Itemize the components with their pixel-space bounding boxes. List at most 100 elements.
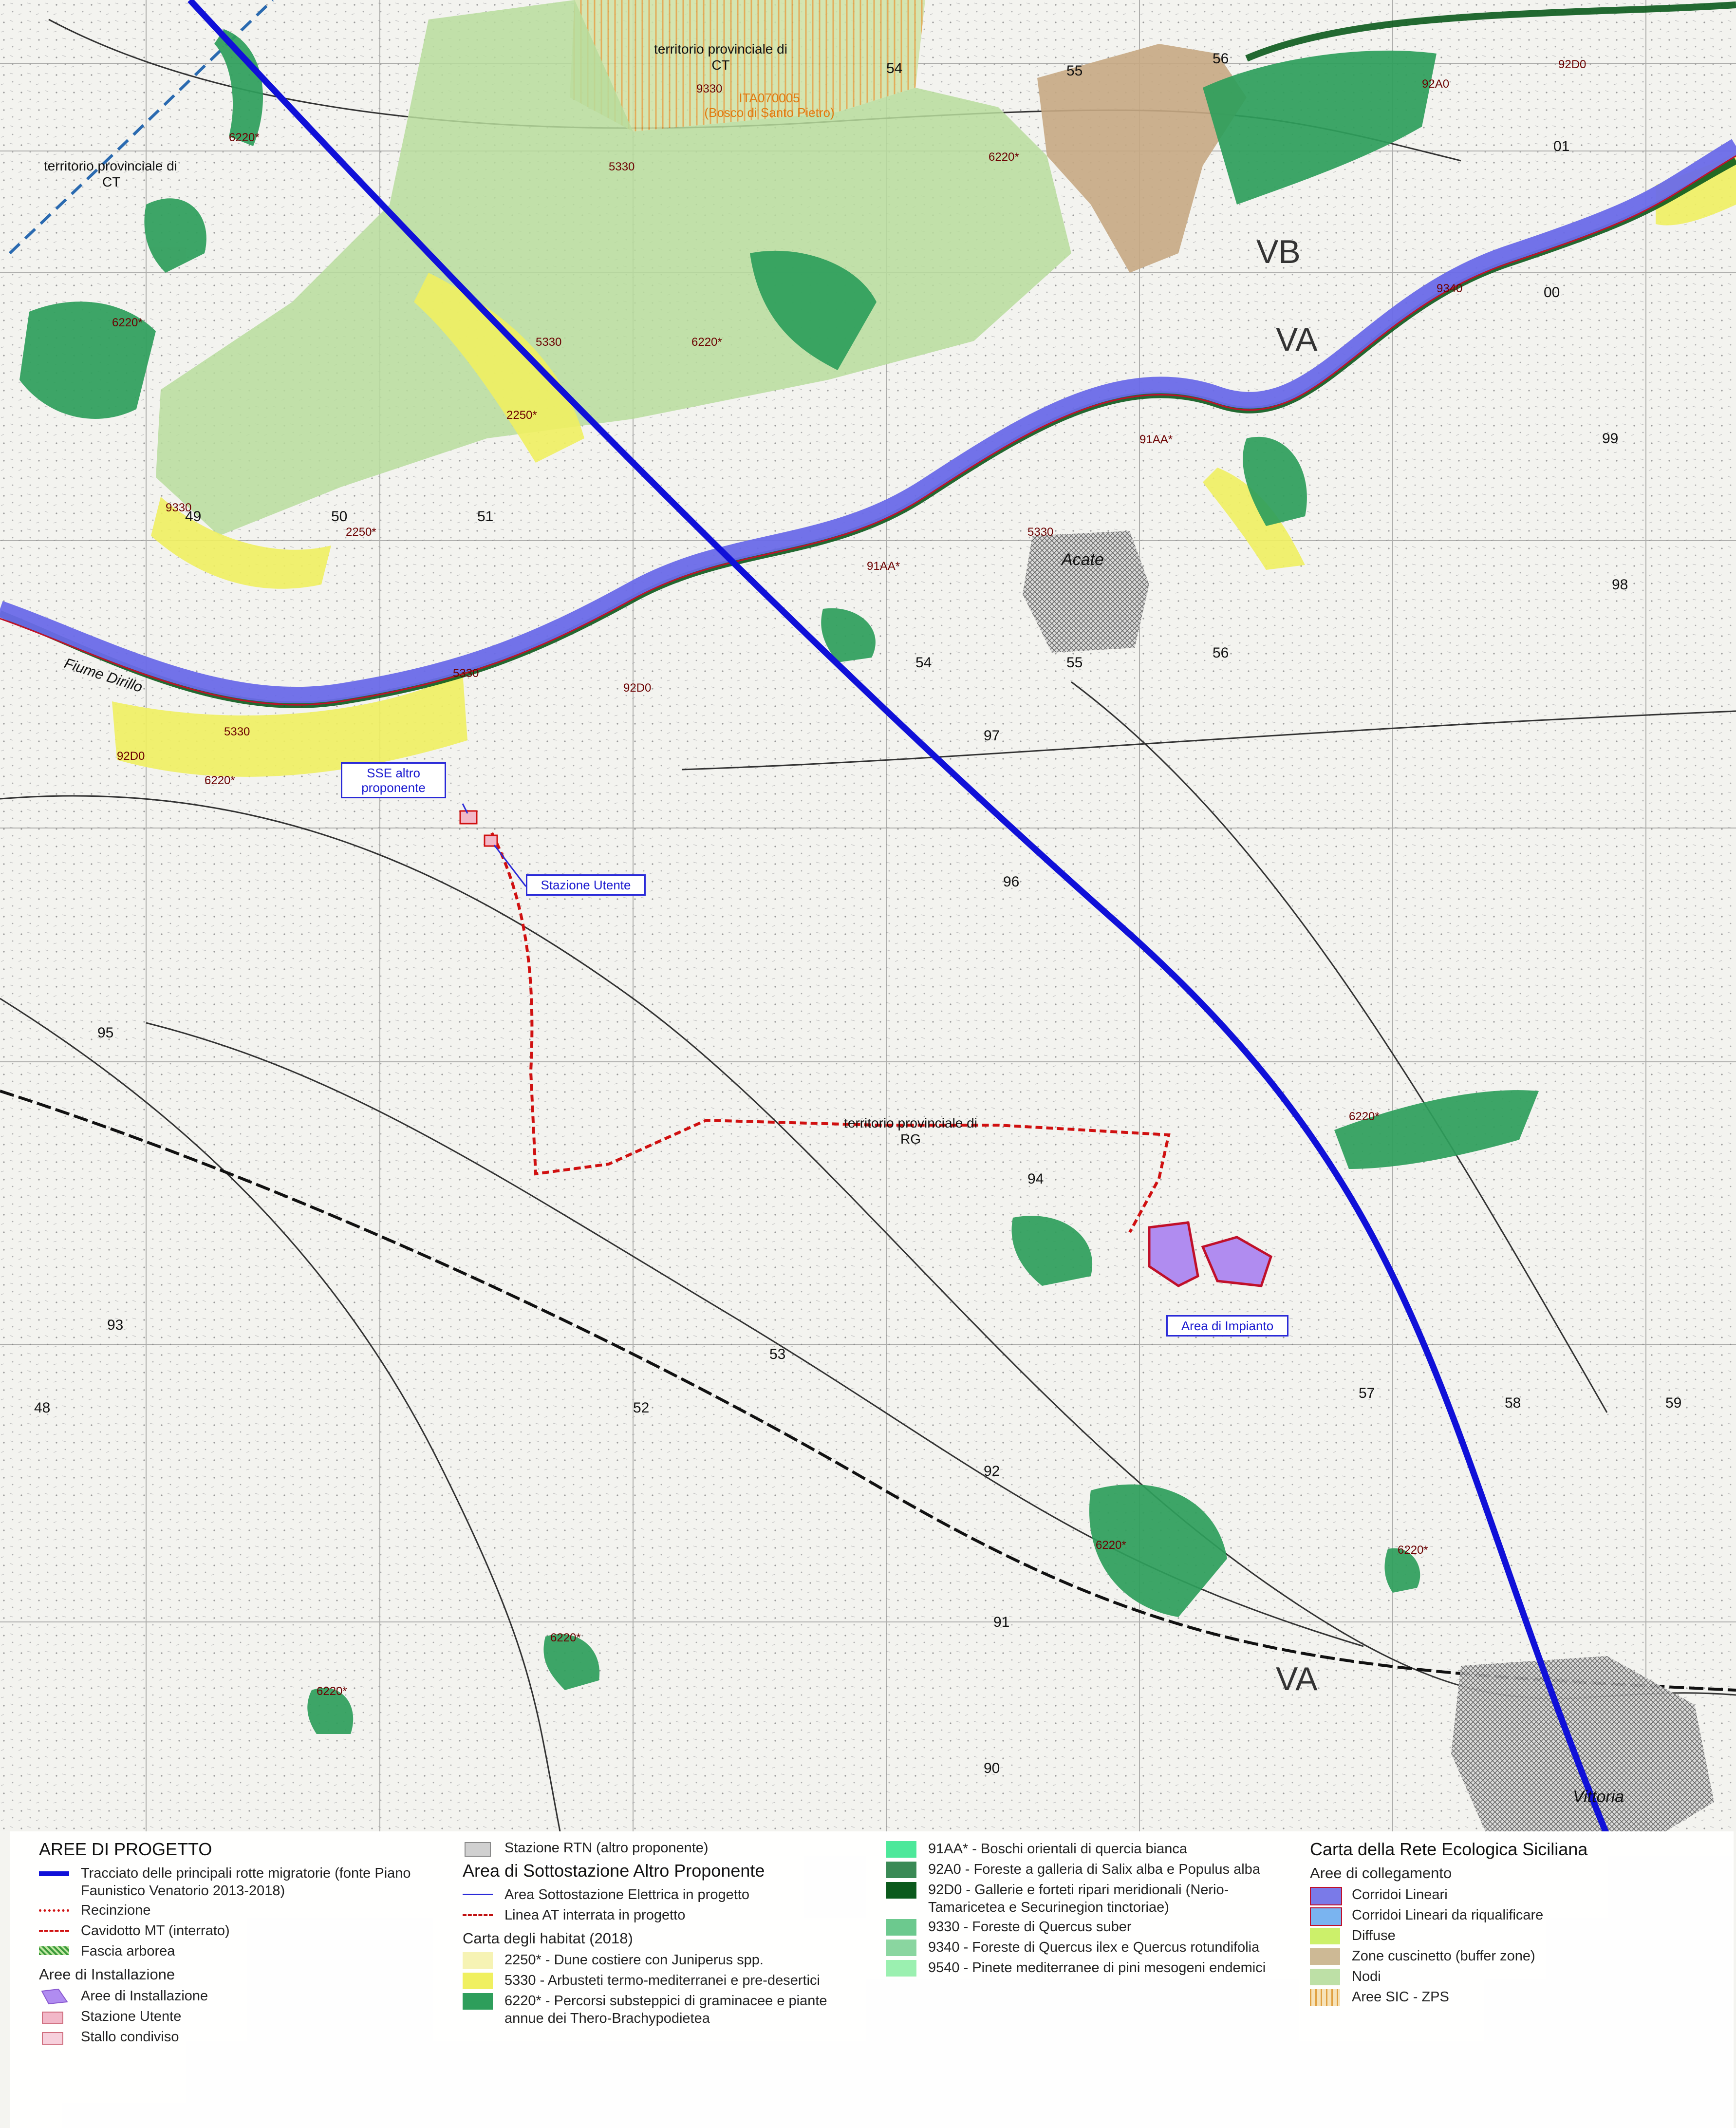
habitat-swatch xyxy=(886,1939,920,1957)
legend-label: 92D0 - Gallerie e forteti ripari meridio… xyxy=(928,1882,1229,1915)
legend-item-linea-at: Linea AT interrata in progetto xyxy=(463,1906,852,1925)
legend-item-habitat-2250: 2250* - Dune costiere con Juniperus spp. xyxy=(463,1951,852,1970)
stazione-utente-marker[interactable] xyxy=(484,834,498,847)
legend-label: Diffuse xyxy=(1352,1928,1396,1943)
migratory-route-line[interactable] xyxy=(187,0,1656,1831)
legend-item-habitat-9540: 9540 - Pinete mediterranee di pini mesog… xyxy=(886,1959,1286,1977)
habitat-code-label: 92D0 xyxy=(1558,58,1586,71)
callout-area-impianto[interactable]: Area di Impianto xyxy=(1166,1315,1288,1337)
habitat-code-label: 6220* xyxy=(1096,1539,1126,1552)
legend-item-buffer-zone: Zone cuscinetto (buffer zone) xyxy=(1310,1947,1709,1966)
habitat-code-label: 6220* xyxy=(1398,1544,1428,1557)
habitat-6220-patches xyxy=(19,29,1539,1734)
habitat-swatch xyxy=(463,1951,497,1970)
corridor-swatch xyxy=(1310,1906,1344,1926)
fence-line-symbol xyxy=(39,1902,73,1920)
legend-item-stallo-condiviso: Stallo condiviso xyxy=(39,2028,438,2047)
habitat-swatch xyxy=(886,1959,920,1977)
grid-number: 98 xyxy=(1612,577,1628,593)
legend-item-diffuse: Diffuse xyxy=(1310,1927,1709,1945)
legend-label: 9540 - Pinete mediterranee di pini mesog… xyxy=(928,1960,1266,1976)
rtn-station-symbol xyxy=(463,1839,497,1858)
legend-item-cavidotto: Cavidotto MT (interrato) xyxy=(39,1922,438,1940)
label-sic-code: ITA070005 xyxy=(739,91,800,105)
installation-area-1[interactable] xyxy=(1148,1221,1199,1287)
legend-label: Nodi xyxy=(1352,1969,1381,1984)
callout-sse-text: SSE altro proponente xyxy=(361,766,426,795)
habitat-code-label: 9340 xyxy=(1437,282,1462,295)
railway-line xyxy=(0,1090,1736,1692)
label-prov-ct-top: territorio provinciale di xyxy=(654,41,787,56)
legend-label: 91AA* - Boschi orientali di quercia bian… xyxy=(928,1841,1187,1857)
grid-number: 50 xyxy=(331,508,347,525)
at-line-symbol xyxy=(463,1906,497,1925)
habitat-code-label: 6220* xyxy=(1349,1110,1380,1123)
habitat-code-label: 6220* xyxy=(205,774,235,787)
habitat-swatch xyxy=(463,1992,497,2011)
grid-number: 55 xyxy=(1066,655,1083,671)
habitat-code-label: 6220* xyxy=(550,1631,581,1644)
habitat-code-label: 6220* xyxy=(691,336,722,349)
label-prov-rg-code: RG xyxy=(900,1131,921,1147)
legend-label: 6220* - Percorsi substeppici di graminac… xyxy=(504,1993,827,2026)
habitat-code-label: 5330 xyxy=(536,336,561,349)
label-town-vittoria: Vittoria xyxy=(1573,1788,1624,1806)
callout-leader-stazione xyxy=(493,845,527,887)
cavidotto-mt-route[interactable] xyxy=(490,832,1171,1233)
legend-item-habitat-92a0: 92A0 - Foreste a galleria di Salix alba … xyxy=(886,1861,1286,1879)
legend-item-stazione-utente: Stazione Utente xyxy=(39,2008,438,2026)
grid-number: 94 xyxy=(1027,1171,1044,1187)
habitat-code-label: 9330 xyxy=(696,82,722,95)
grid-number: 93 xyxy=(107,1317,123,1333)
legend-subtitle-aree-collegamento: Aree di collegamento xyxy=(1310,1864,1452,1882)
tree-band-symbol xyxy=(39,1942,73,1961)
habitat-code-label: 92A0 xyxy=(1422,77,1449,91)
ecological-corridor-dirillo-edge xyxy=(0,155,1736,706)
grid-number: 51 xyxy=(477,508,493,525)
habitat-code-label: 6220* xyxy=(317,1685,347,1698)
grid-number: 54 xyxy=(886,60,902,76)
grid-number: 92 xyxy=(984,1463,1000,1479)
grid-number: 99 xyxy=(1602,431,1618,447)
installation-area-2[interactable] xyxy=(1201,1236,1273,1287)
callout-stazione-text: Stazione Utente xyxy=(541,878,631,892)
legend-label: Linea AT interrata in progetto xyxy=(504,1907,686,1923)
user-station-symbol xyxy=(39,2008,73,2026)
habitat-code-label: 2250* xyxy=(346,526,376,539)
legend-label: 5330 - Arbusteti termo-mediterranei e pr… xyxy=(504,1973,820,1988)
habitat-swatch xyxy=(886,1840,920,1859)
habitat-code-label: 92D0 xyxy=(623,681,651,695)
sse-substation-marker[interactable] xyxy=(459,810,478,825)
callout-sse-altro-proponente[interactable]: SSE altro proponente xyxy=(341,762,446,798)
habitat-code-label: 5330 xyxy=(453,667,479,680)
grid-number: 48 xyxy=(34,1400,50,1416)
grid-number: 49 xyxy=(185,508,201,525)
legend-label: 92A0 - Foreste a galleria di Salix alba … xyxy=(928,1862,1260,1877)
callout-stazione-utente[interactable]: Stazione Utente xyxy=(526,874,646,896)
legend-label: Fascia arborea xyxy=(81,1943,175,1959)
habitat-code-label: 2250* xyxy=(506,409,537,422)
label-prov-ct-left-code: CT xyxy=(102,174,120,189)
cable-line-symbol xyxy=(39,1922,73,1940)
grid-number: 91 xyxy=(993,1614,1009,1630)
legend-label: Cavidotto MT (interrato) xyxy=(81,1923,230,1939)
legend-label: 9340 - Foreste di Quercus ilex e Quercus… xyxy=(928,1940,1260,1955)
legend-label: Stazione RTN (altro proponente) xyxy=(504,1840,709,1856)
legend-col-aree-progetto: AREE DI PROGETTO Tracciato delle princip… xyxy=(39,1836,438,2049)
legend-label: Stallo condiviso xyxy=(81,2029,179,2045)
legend-subtitle-habitat: Carta degli habitat (2018) xyxy=(463,1930,633,1947)
legend-item-route: Tracciato delle principali rotte migrato… xyxy=(39,1864,438,1900)
legend-label: Zone cuscinetto (buffer zone) xyxy=(1352,1948,1535,1964)
legend-item-stazione-rtn: Stazione RTN (altro proponente) xyxy=(463,1839,852,1858)
habitat-swatch xyxy=(886,1881,920,1900)
legend-item-corridoi-lineari: Corridoi Lineari xyxy=(1310,1886,1709,1905)
habitat-swatch xyxy=(886,1861,920,1879)
label-prov-ct-top-code: CT xyxy=(711,57,729,73)
provincial-boundary-dashed xyxy=(8,0,274,255)
legend-item-habitat-9340: 9340 - Foreste di Quercus ilex e Quercus… xyxy=(886,1939,1286,1957)
grid-number: 00 xyxy=(1544,284,1560,301)
legend-item-recinzione: Recinzione xyxy=(39,1902,438,1920)
topographic-map[interactable]: territorio provinciale di CT ITA070005 (… xyxy=(0,0,1736,1831)
grid-number: 56 xyxy=(1213,645,1229,661)
